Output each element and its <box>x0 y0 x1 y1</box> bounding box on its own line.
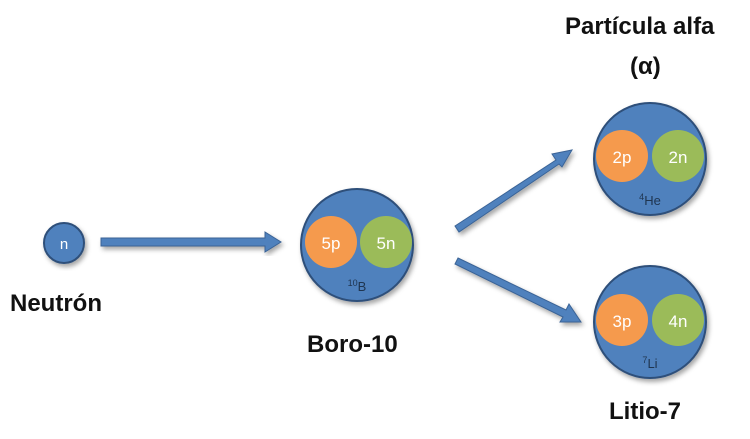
helium-neutron-count: 2n <box>669 148 688 167</box>
alpha-label-line1: Partícula alfa <box>565 13 715 40</box>
boron-mass-number: 10 <box>348 278 358 288</box>
neutron-symbol: n <box>60 236 68 253</box>
helium-mass-number: 4 <box>639 192 644 202</box>
lithium-proton-group <box>596 294 648 346</box>
lithium-mass-number: 7 <box>642 355 647 365</box>
arrow-neutron-to-boron <box>100 231 282 253</box>
boron-label: Boro-10 <box>307 331 398 358</box>
arrow-boron-to-alpha <box>454 149 573 233</box>
lithium-label: Litio-7 <box>609 398 681 425</box>
boron-isotope-symbol: 10B <box>348 278 367 294</box>
boron-neutron-count: 5n <box>377 234 396 253</box>
lithium-neutron-group <box>652 294 704 346</box>
neutron-particle: n <box>43 222 85 264</box>
boron-10-nucleus: 5p 5n 10B <box>300 188 414 302</box>
arrow-boron-to-lithium <box>454 257 582 323</box>
lithium-proton-count: 3p <box>613 312 632 331</box>
lithium-neutron-count: 4n <box>669 312 688 331</box>
helium-element-symbol: He <box>644 193 661 208</box>
boron-proton-count: 5p <box>322 234 341 253</box>
helium-neutron-group <box>652 130 704 182</box>
neutron-label: Neutrón <box>10 290 102 317</box>
boron-proton-group <box>305 216 357 268</box>
helium-isotope-symbol: 4He <box>639 192 661 208</box>
alpha-label-line2: (α) <box>630 53 661 80</box>
lithium-isotope-symbol: 7Li <box>642 355 657 371</box>
helium-proton-group <box>596 130 648 182</box>
lithium-element-symbol: Li <box>647 356 657 371</box>
neutron-circle <box>43 222 85 264</box>
boron-neutron-group <box>360 216 412 268</box>
lithium-7-nucleus: 3p 4n 7Li <box>593 265 707 379</box>
boron-element-symbol: B <box>358 279 367 294</box>
helium-4-nucleus: 2p 2n 4He <box>593 102 707 216</box>
helium-proton-count: 2p <box>613 148 632 167</box>
